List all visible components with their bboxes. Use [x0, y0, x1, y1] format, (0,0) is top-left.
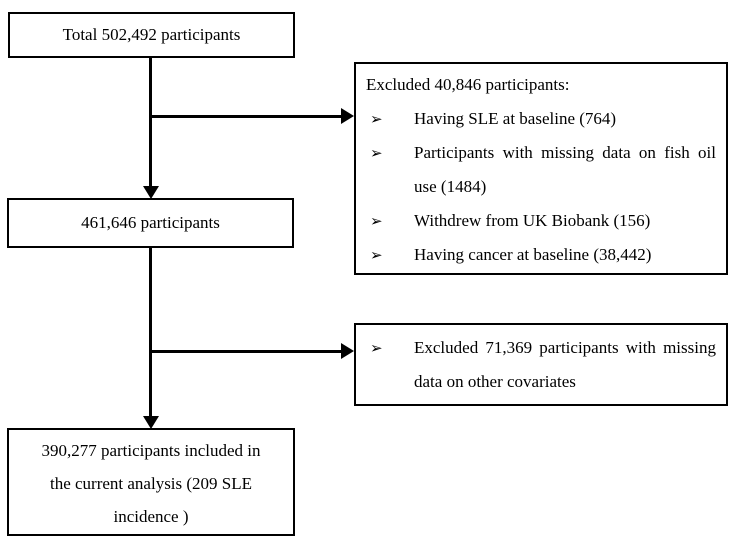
bullet-arrowhead-icon: ➢: [370, 212, 383, 230]
exclusion-item-text: Having cancer at baseline (38,442): [414, 245, 652, 264]
exclusion-item: ➢ Having cancer at baseline (38,442): [366, 238, 716, 272]
connector-vertical-bottom: [149, 247, 152, 417]
exclusion-item-text: Participants with missing data on fish o…: [414, 143, 716, 196]
box-final-analysis: 390,277 participants included in the cur…: [7, 428, 295, 536]
box-after-exclusions: 461,646 participants: [7, 198, 294, 248]
arrowhead-down-icon: [143, 186, 159, 199]
bullet-arrowhead-icon: ➢: [370, 110, 383, 128]
exclusion-item-text: Having SLE at baseline (764): [414, 109, 617, 128]
box-total-participants: Total 502,492 participants: [8, 12, 295, 58]
exclusion-item-text: Excluded 71,369 participants with missin…: [414, 338, 716, 391]
connector-horizontal-top: [149, 115, 342, 118]
arrowhead-right-icon: [341, 343, 354, 359]
bullet-arrowhead-icon: ➢: [370, 144, 383, 162]
arrowhead-down-icon: [143, 416, 159, 429]
after-exclusions-label: 461,646 participants: [81, 213, 220, 232]
exclusion-item: ➢ Participants with missing data on fish…: [366, 136, 716, 204]
arrowhead-right-icon: [341, 108, 354, 124]
box-exclusion-covariates: ➢ Excluded 71,369 participants with miss…: [354, 323, 728, 406]
bullet-arrowhead-icon: ➢: [370, 339, 383, 357]
connector-horizontal-bottom: [149, 350, 342, 353]
connector-vertical-top: [149, 57, 152, 187]
box-exclusion-baseline: Excluded 40,846 participants: ➢ Having S…: [354, 62, 728, 275]
final-analysis-line: the current analysis (209 SLE: [49, 474, 253, 493]
exclusion-item-text: Withdrew from UK Biobank (156): [414, 211, 651, 230]
final-analysis-line: 390,277 participants included in: [41, 441, 261, 460]
exclusion-item: ➢ Excluded 71,369 participants with miss…: [366, 331, 716, 399]
exclusion-item: ➢ Having SLE at baseline (764): [366, 102, 716, 136]
exclusion-item: ➢ Withdrew from UK Biobank (156): [366, 204, 716, 238]
final-analysis-line: incidence ): [113, 507, 189, 526]
bullet-arrowhead-icon: ➢: [370, 246, 383, 264]
total-participants-label: Total 502,492 participants: [62, 25, 241, 44]
exclusion-heading: Excluded 40,846 participants:: [366, 75, 570, 94]
